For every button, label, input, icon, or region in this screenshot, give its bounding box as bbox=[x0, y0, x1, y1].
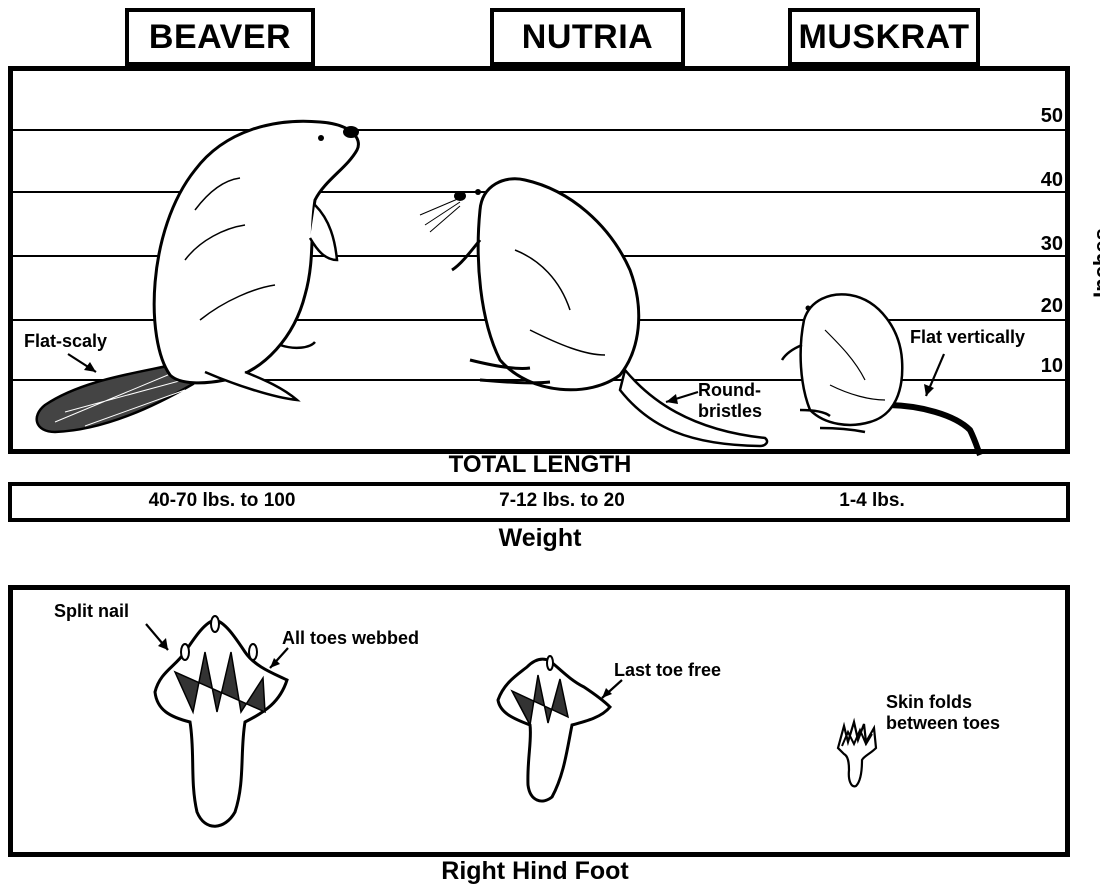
beaver-header-label: BEAVER bbox=[149, 18, 291, 57]
muskrat-header: MUSKRAT bbox=[788, 8, 980, 66]
tail-arrow-nutria bbox=[660, 388, 710, 418]
right-hind-foot-text: Right Hind Foot bbox=[441, 857, 628, 885]
weight-caption-text: Weight bbox=[499, 524, 582, 552]
weight-caption: Weight bbox=[0, 524, 1090, 553]
weight-beaver: 40-70 lbs. to 100 bbox=[82, 486, 362, 516]
all-toes-webbed-label: All toes webbed bbox=[282, 628, 419, 649]
nutria-header-label: NUTRIA bbox=[522, 18, 653, 57]
split-nail-arrow bbox=[140, 620, 200, 670]
muskrat-foot-illustration bbox=[834, 720, 884, 790]
beaver-illustration bbox=[25, 110, 385, 440]
tail-arrow-beaver bbox=[62, 350, 122, 390]
tick-label-50: 50 bbox=[1003, 105, 1063, 128]
beaver-header: BEAVER bbox=[125, 8, 315, 66]
skin-folds-label: Skin folds between toes bbox=[886, 692, 1000, 734]
tick-label-20: 20 bbox=[1003, 295, 1063, 318]
weight-muskrat: 1-4 lbs. bbox=[772, 486, 972, 516]
axis-label-inches: Inches bbox=[1089, 213, 1100, 313]
split-nail-label: Split nail bbox=[54, 601, 129, 622]
total-length-text: TOTAL LENGTH bbox=[449, 451, 632, 478]
tick-label-30: 30 bbox=[1003, 233, 1063, 256]
total-length-caption: TOTAL LENGTH bbox=[0, 451, 1090, 479]
axis-label-text: Inches bbox=[1089, 228, 1100, 298]
nutria-header: NUTRIA bbox=[490, 8, 685, 66]
last-toe-free-arrow bbox=[594, 676, 634, 716]
tail-label-muskrat: Flat vertically bbox=[910, 327, 1025, 348]
tail-arrow-muskrat bbox=[916, 350, 966, 410]
right-hind-foot-caption: Right Hind Foot bbox=[0, 857, 1085, 886]
tick-label-10: 10 bbox=[1003, 355, 1063, 378]
all-toes-webbed-arrow bbox=[262, 644, 302, 684]
weight-nutria: 7-12 lbs. to 20 bbox=[442, 486, 682, 516]
tail-label-beaver: Flat-scaly bbox=[24, 331, 107, 352]
muskrat-header-label: MUSKRAT bbox=[799, 18, 970, 57]
weight-bar: 40-70 lbs. to 100 7-12 lbs. to 20 1-4 lb… bbox=[8, 482, 1070, 522]
tick-label-40: 40 bbox=[1003, 169, 1063, 192]
